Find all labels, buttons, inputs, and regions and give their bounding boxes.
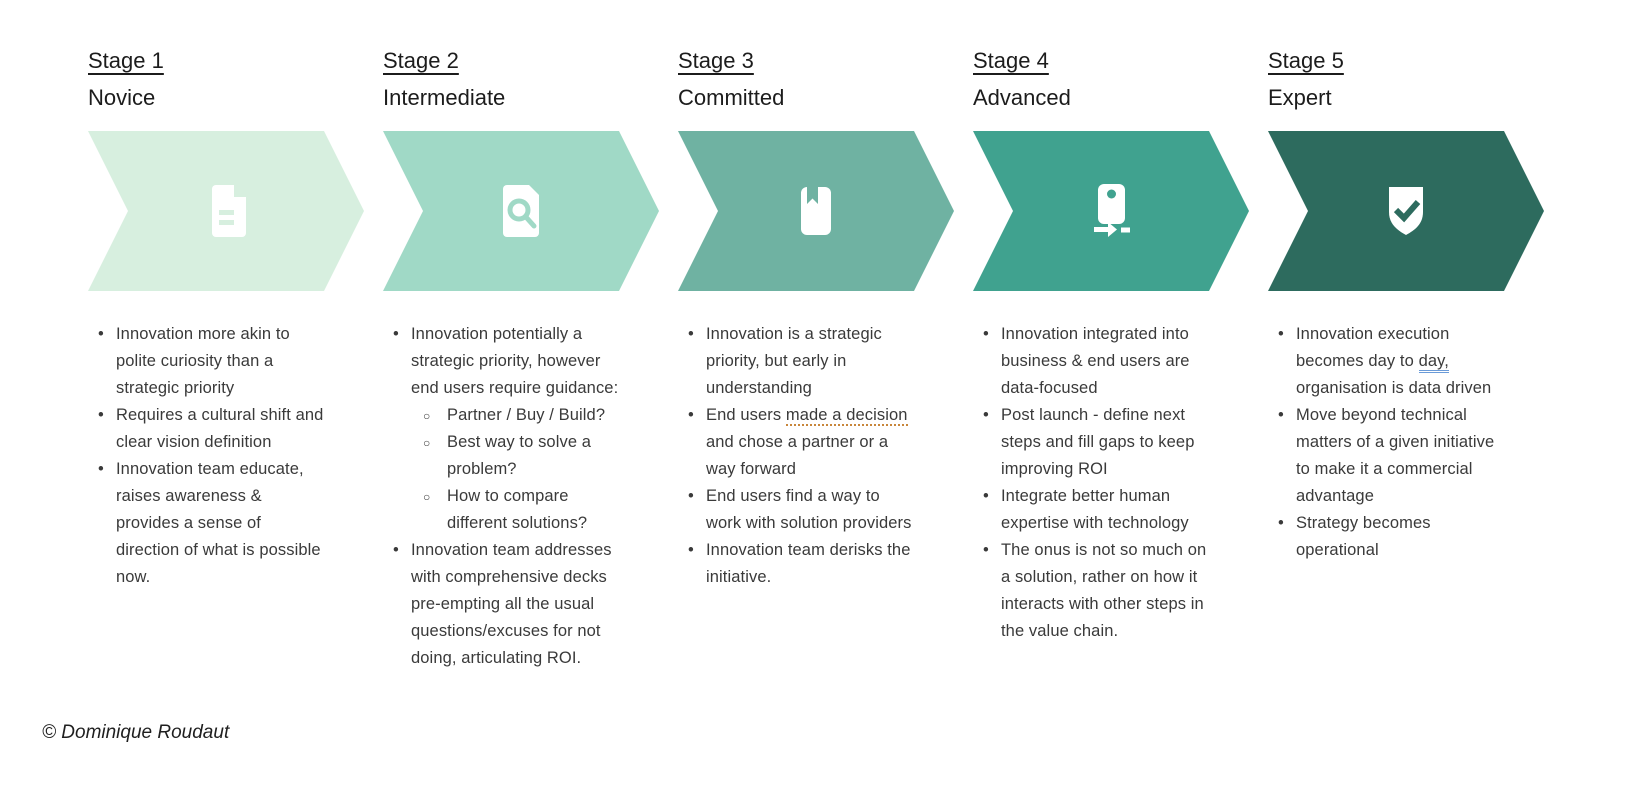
stage-name: Committed <box>678 85 785 110</box>
stage-name: Advanced <box>973 85 1071 110</box>
bullet-item: Innovation integrated into business & en… <box>973 321 1209 402</box>
bullet-item: End users find a way to work with soluti… <box>678 483 914 537</box>
stage-chevron <box>88 131 364 291</box>
stage-column: Stage 4 Advanced Innovation integrated i… <box>973 46 1249 672</box>
bullet-item: Innovation team educate, raises awarenes… <box>88 456 324 591</box>
stage-label: Stage 3 <box>678 48 754 73</box>
stage-label: Stage 1 <box>88 48 164 73</box>
stage-column: Stage 5 Expert Innovation execution beco… <box>1268 46 1544 672</box>
stages-row: Stage 1 Novice Innovation more akin to p… <box>88 46 1544 672</box>
stage-name: Novice <box>88 85 156 110</box>
bullet-item: Move beyond technical matters of a given… <box>1268 402 1504 510</box>
bullet-item: Innovation execution becomes day to day,… <box>1268 321 1504 402</box>
stage-column: Stage 1 Novice Innovation more akin to p… <box>88 46 364 672</box>
bullet-item: Innovation potentially a strategic prior… <box>383 321 619 402</box>
stage-name: Intermediate <box>383 85 506 110</box>
bullet-item: Innovation team addresses with comprehen… <box>383 537 619 672</box>
stage-name: Expert <box>1268 85 1332 110</box>
stage-bullets: Innovation potentially a strategic prior… <box>383 321 639 672</box>
stage-label: Stage 5 <box>1268 48 1344 73</box>
bullet-item: Best way to solve a problem? <box>383 429 619 483</box>
bullet-item: Post launch - define next steps and fill… <box>973 402 1209 483</box>
stage-bullets: Innovation execution becomes day to day,… <box>1268 321 1524 564</box>
bullet-item: Requires a cultural shift and clear visi… <box>88 402 324 456</box>
bullet-item: Innovation team derisks the initiative. <box>678 537 914 591</box>
document-icon <box>194 179 258 243</box>
stage-label: Stage 4 <box>973 48 1049 73</box>
grammar-marked-text: made a decision <box>785 406 908 426</box>
bullet-item: Partner / Buy / Build? <box>383 402 619 430</box>
stage-bullets: Innovation is a strategic priority, but … <box>678 321 934 591</box>
stage-chevron <box>383 131 659 291</box>
stage-label: Stage 2 <box>383 48 459 73</box>
stage-chevron <box>1268 131 1544 291</box>
bullet-item: Innovation is a strategic priority, but … <box>678 321 914 402</box>
stage-chevron <box>973 131 1249 291</box>
bookmark-icon <box>784 179 848 243</box>
stage-bullets: Innovation more akin to polite curiosity… <box>88 321 344 591</box>
stage-chevron <box>678 131 954 291</box>
stage-column: Stage 3 Committed Innovation is a strate… <box>678 46 954 672</box>
bullet-item: End users made a decision and chose a pa… <box>678 402 914 483</box>
copyright-text: © Dominique Roudaut <box>42 722 230 743</box>
shield-check-icon <box>1374 179 1438 243</box>
bullet-item: How to compare different solutions? <box>383 483 619 537</box>
bullet-item: Innovation more akin to polite curiosity… <box>88 321 324 402</box>
stage-column: Stage 2 Intermediate Innovation potentia… <box>383 46 659 672</box>
bullet-item: Strategy becomes operational <box>1268 510 1504 564</box>
grammar-marked-text: day, <box>1418 352 1449 373</box>
document-search-icon <box>489 179 553 243</box>
stage-bullets: Innovation integrated into business & en… <box>973 321 1229 645</box>
bullet-item: The onus is not so much on a solution, r… <box>973 537 1209 645</box>
device-forward-icon <box>1079 179 1143 243</box>
bullet-item: Integrate better human expertise with te… <box>973 483 1209 537</box>
